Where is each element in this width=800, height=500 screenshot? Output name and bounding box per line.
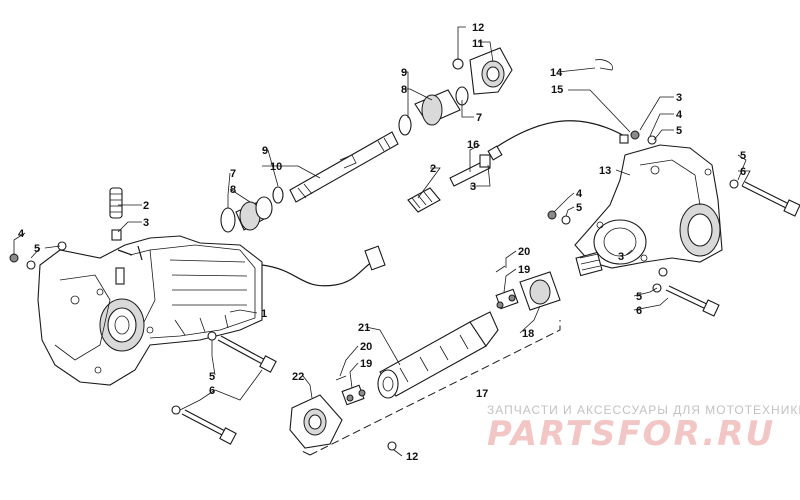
callout-4: 4: [18, 228, 25, 240]
callout-3: 3: [676, 92, 682, 104]
watermark-tagline: ЗАПЧАСТИ И АКСЕССУАРЫ ДЛЯ МОТОТЕХНИКИ: [487, 403, 800, 417]
callout-16: 16: [467, 139, 479, 151]
callout-18: 18: [522, 328, 534, 340]
callout-17: 17: [476, 388, 488, 400]
callout-3: 3: [143, 217, 149, 229]
wire-harness: [261, 245, 386, 287]
callout-1: 1: [261, 308, 267, 320]
callout-8: 8: [401, 84, 407, 96]
callout-5: 5: [209, 371, 215, 383]
drive-flange-lower: [289, 394, 397, 451]
left-washers: [9, 241, 67, 270]
callout-10: 10: [270, 161, 282, 173]
callout-9: 9: [401, 67, 407, 79]
watermark-logo: PARTSFOR.RU: [487, 414, 776, 454]
callout-19: 19: [518, 264, 530, 276]
callout-9: 9: [262, 145, 268, 157]
callout-12: 12: [406, 451, 418, 463]
callout-6: 6: [740, 166, 746, 178]
callout-labels: 12 11 9 8 7 14 15 3 4 5 9 10 16 2 3 13 5…: [18, 22, 746, 463]
callout-7: 7: [230, 168, 236, 180]
callout-8: 8: [230, 184, 236, 196]
leader-lines: [13, 26, 751, 457]
callout-5: 5: [636, 291, 642, 303]
breather-plug-center: [407, 187, 441, 213]
u-joint-left: [335, 375, 366, 406]
callout-21: 21: [358, 322, 370, 334]
callout-2: 2: [430, 163, 436, 175]
callout-6: 6: [209, 385, 215, 397]
assembly-outline: [299, 320, 561, 456]
callout-4: 4: [576, 188, 583, 200]
callout-5: 5: [576, 202, 582, 214]
upper-boot: [398, 86, 469, 136]
callout-15: 15: [551, 84, 563, 96]
callout-12: 12: [472, 22, 484, 34]
front-differential-housing: [574, 144, 723, 277]
left-lower-bolts: [171, 331, 277, 445]
callout-14: 14: [550, 67, 563, 79]
callout-7: 7: [476, 112, 482, 124]
callout-3: 3: [470, 181, 476, 193]
callout-2: 2: [143, 200, 149, 212]
callout-5: 5: [34, 243, 40, 255]
callout-5: 5: [740, 150, 746, 162]
breather-plug-left: [109, 187, 123, 241]
callout-22: 22: [292, 371, 304, 383]
callout-4: 4: [676, 109, 683, 121]
linkage-rod: [449, 154, 491, 187]
upper-driveshaft: [220, 131, 399, 233]
callout-13: 13: [599, 165, 611, 177]
u-joint-right: [495, 265, 561, 311]
right-hardware: [547, 130, 800, 317]
prop-shaft: [377, 311, 499, 399]
callout-3: 3: [618, 251, 624, 263]
callout-19: 19: [360, 358, 372, 370]
callout-11: 11: [472, 38, 484, 50]
gearcase-housing: [37, 235, 263, 386]
output-flange-upper: [452, 47, 513, 95]
shift-cable: [487, 59, 629, 161]
callout-5: 5: [676, 125, 682, 137]
callout-6: 6: [636, 305, 642, 317]
callout-20: 20: [360, 341, 372, 353]
callout-20: 20: [518, 246, 530, 258]
